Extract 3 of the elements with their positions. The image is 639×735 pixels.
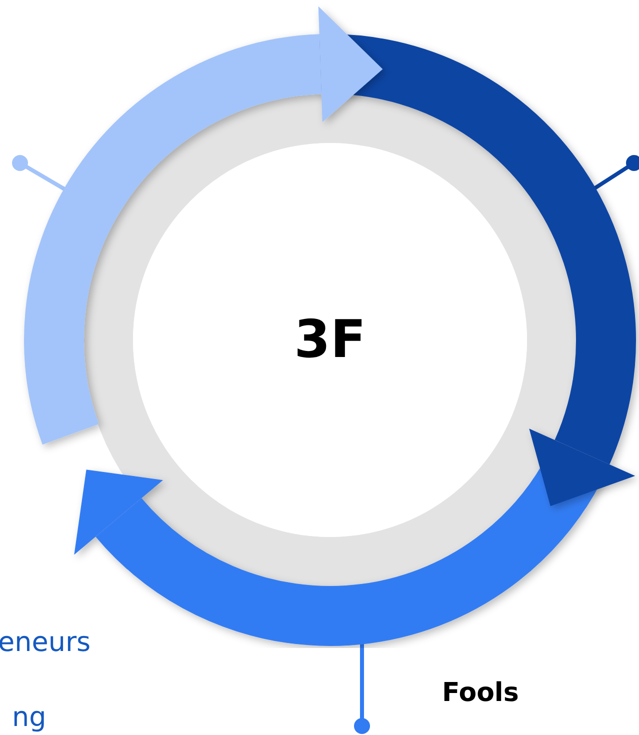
text-label: Fools — [442, 677, 519, 710]
text-label: ng — [12, 701, 46, 735]
center-label: 3F — [294, 309, 366, 372]
